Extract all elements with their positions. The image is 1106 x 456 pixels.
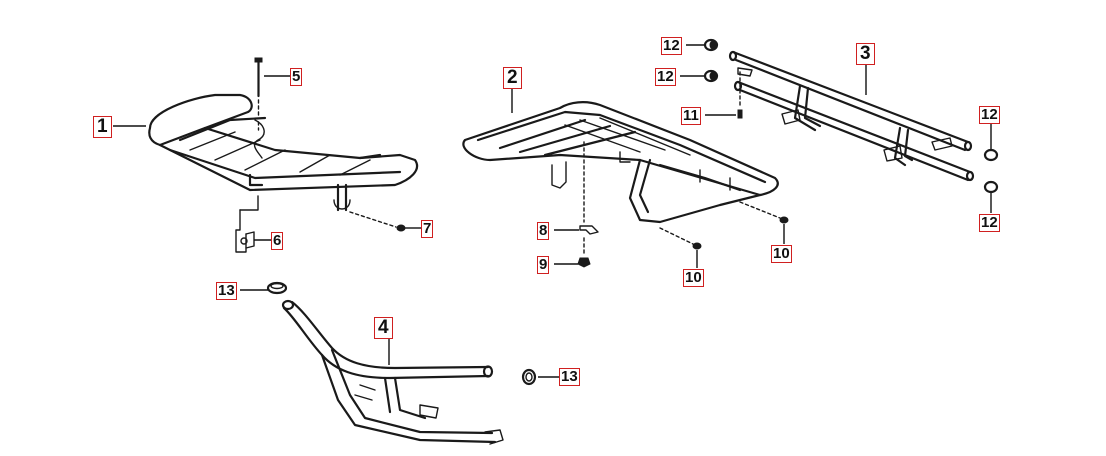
cap-12-right-upper	[983, 148, 999, 162]
callout-8: 8	[537, 222, 550, 240]
callout-13-upper: 13	[216, 282, 237, 300]
bolt-5	[254, 57, 263, 131]
front-rack-part	[148, 93, 419, 212]
callout-3: 3	[856, 43, 875, 65]
callout-2: 2	[503, 67, 522, 89]
bolt-7	[349, 211, 406, 232]
grommet-13-upper	[266, 281, 288, 295]
leader-lines	[113, 44, 992, 378]
callout-6: 6	[271, 232, 284, 250]
bracket-6	[235, 195, 259, 253]
grommet-13-lower	[521, 368, 537, 386]
callout-9: 9	[537, 256, 550, 274]
callout-13-lower: 13	[559, 368, 580, 386]
callout-10-lower: 10	[683, 269, 704, 287]
rear-rail-part	[728, 50, 975, 182]
callout-10-right: 10	[771, 245, 792, 263]
callout-12-top: 12	[661, 37, 682, 55]
callout-5: 5	[290, 68, 303, 86]
callout-4: 4	[374, 317, 393, 339]
cap-12-second	[703, 69, 719, 83]
bolt-10-lower	[659, 227, 702, 250]
bolt-9	[577, 237, 591, 268]
callout-12-second: 12	[655, 68, 676, 86]
callout-12-right-lower: 12	[979, 214, 1000, 232]
bracket-8	[579, 141, 599, 235]
bolt-11	[737, 71, 743, 119]
callout-11: 11	[681, 107, 701, 125]
bolt-10-right	[739, 201, 789, 224]
callout-7: 7	[421, 220, 434, 238]
cap-12-right-lower	[983, 180, 999, 194]
cap-12-top	[703, 38, 719, 52]
callout-1: 1	[93, 116, 112, 138]
rear-rack-part	[462, 101, 779, 224]
callout-12-right-upper: 12	[979, 106, 1000, 124]
front-bumper-part	[281, 299, 504, 445]
